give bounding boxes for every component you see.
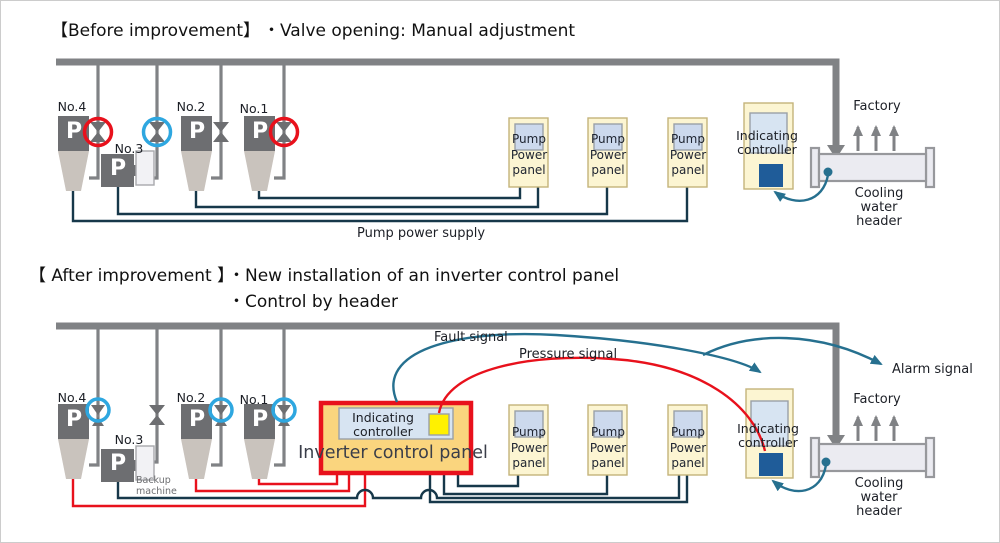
factory-arrows-after [853, 415, 899, 441]
panel-wires-after [116, 473, 689, 504]
pump-power-supply-label: Pump power supply [356, 226, 486, 241]
pump-no1-label-after: No.1 [239, 392, 269, 407]
alarm-signal-label: Alarm signal [892, 362, 973, 377]
main-pipe-before [56, 58, 840, 180]
pressure-signal-curve [437, 356, 767, 452]
inverter-control-panel-label: Inverter control panel [298, 443, 488, 463]
pressure-signal-label: Pressure signal [519, 347, 618, 362]
auto-valve-no1 [271, 397, 297, 426]
pump-no2-label-after: No.2 [176, 390, 206, 405]
pump-p-no4-after: P [65, 407, 83, 432]
pump-p-no2-before: P [188, 119, 206, 144]
alarm-signal-curve [702, 336, 883, 366]
pump-p-no4-before: P [65, 119, 83, 144]
indicating-controller-after [745, 388, 794, 479]
inverter-control-panel [318, 400, 474, 476]
controller-square-blue [759, 453, 783, 476]
factory-label-before: Factory [853, 99, 901, 114]
pump-power-panel-2-before: Pump Power panel [589, 132, 627, 177]
valve-circle-blue-no3 [141, 116, 173, 148]
backup-machine-label: Backup machine [136, 475, 177, 497]
cooling-water-header-label-before: Cooling water header [854, 186, 904, 229]
inverter-lamp-yellow [428, 413, 450, 436]
pump-power-panel-1-after: Pump Power panel [510, 425, 548, 470]
auto-valve-no4 [85, 397, 111, 426]
indicating-controller-label-before: Indicating controller [736, 128, 798, 157]
pumps-after [58, 404, 275, 482]
pump-p-no3-before: P [109, 156, 127, 181]
pump-no2-label-before: No.2 [176, 99, 206, 114]
pump-no3-label-before: No.3 [114, 141, 144, 156]
valve-circle-red-no1 [268, 116, 300, 148]
fault-signal-label: Fault signal [434, 330, 508, 345]
valves-after [85, 397, 297, 426]
pump-power-panel-3-before: Pump Power panel [669, 132, 707, 177]
main-pipe-after [56, 322, 840, 467]
pump-p-no1-after: P [251, 407, 269, 432]
header-sensor-dot-before [823, 167, 833, 177]
inverter-indicating-controller-label: Indicating controller [352, 410, 414, 439]
pump-power-panels-before [508, 117, 708, 188]
cooling-header-after [809, 436, 936, 479]
fault-signal-curve [392, 332, 762, 403]
after-bullet-1: ・New installation of an inverter control… [228, 266, 620, 286]
pump-no4-label-after: No.4 [57, 390, 87, 405]
sensor-curve-after [771, 464, 828, 493]
valves-before [82, 116, 300, 148]
indicating-controller-label-after: Indicating controller [737, 421, 799, 450]
cooling-water-header-label-after: Cooling water header [854, 476, 904, 519]
pump-power-panels-after [508, 404, 708, 476]
pump-power-panel-1-before: Pump Power panel [510, 132, 548, 177]
pump-p-no3-after: P [109, 451, 127, 476]
factory-arrows-before [853, 125, 899, 151]
pipe-arrow-before [827, 145, 845, 159]
pump-power-panel-2-after: Pump Power panel [589, 425, 627, 470]
after-bullet-2: ・Control by header [228, 292, 398, 312]
indicating-controller-before [743, 102, 794, 190]
pumps-before [58, 116, 275, 191]
pump-supply-wires-before [71, 187, 689, 223]
pump-power-panel-3-after: Pump Power panel [669, 425, 707, 470]
pump-p-no1-before: P [251, 119, 269, 144]
sensor-curve-before [773, 174, 830, 202]
after-title: 【 After improvement 】 [29, 266, 235, 286]
before-bullet: ・Valve opening: Manual adjustment [263, 21, 576, 41]
header-sensor-dot-after [821, 457, 831, 467]
auto-valve-no2 [208, 397, 234, 426]
before-title: 【Before improvement】 [51, 21, 261, 41]
pump-no4-label-before: No.4 [57, 99, 87, 114]
controller-square-blue [759, 164, 783, 187]
cooling-header-before [809, 146, 936, 189]
factory-label-after: Factory [853, 392, 901, 407]
valve-circle-red-no4 [82, 116, 114, 148]
pump-p-no2-after: P [188, 407, 206, 432]
pipe-arrow-after [827, 435, 845, 449]
pump-no1-label-before: No.1 [239, 101, 269, 116]
pump-no3-label-after: No.3 [114, 432, 144, 447]
